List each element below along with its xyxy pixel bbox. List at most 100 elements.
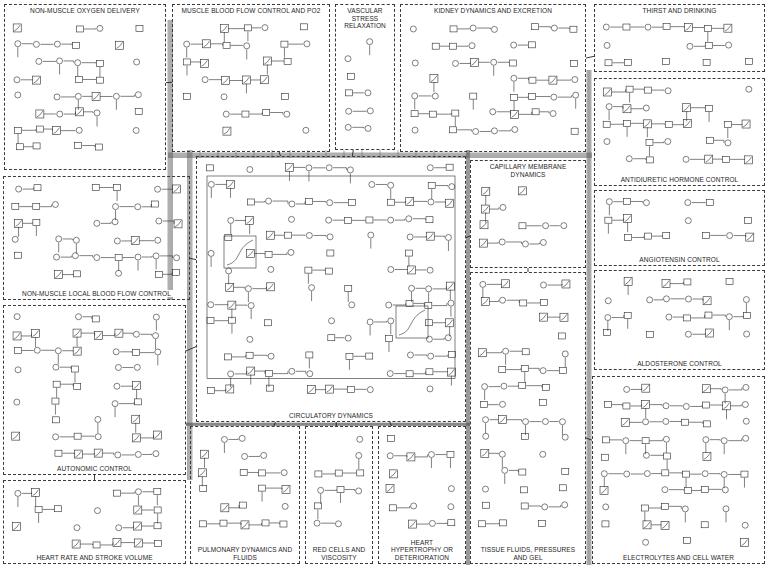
wire: [468, 150, 469, 565]
function-curve: [746, 157, 752, 163]
signal-line: [273, 201, 288, 204]
summing-junction: [156, 218, 162, 224]
operator-box: [337, 486, 344, 492]
operator-box: [406, 300, 413, 306]
signal-line: [395, 219, 405, 220]
function-curve: [481, 240, 487, 246]
operator-box: [426, 369, 433, 375]
function-curve: [114, 540, 120, 546]
signal-line: [103, 333, 115, 335]
signal-line: [489, 386, 500, 387]
summing-junction: [367, 319, 373, 325]
panel-title: ANGIOTENSIN CONTROL: [637, 256, 721, 264]
signal-line: [611, 123, 623, 125]
signal-line: [64, 61, 74, 63]
function-box: [326, 385, 334, 393]
signal-line: [612, 219, 623, 221]
summing-junction: [221, 94, 227, 100]
signal-line: [61, 130, 76, 131]
wire: [168, 20, 169, 300]
signal-line: [651, 524, 661, 526]
summing-junction: [388, 318, 394, 324]
signal-line: [650, 439, 663, 440]
signal-line: [650, 405, 662, 406]
operator-box: [207, 388, 214, 394]
function-box: [480, 239, 488, 247]
signal-line: [526, 225, 541, 226]
summing-junction: [346, 108, 352, 114]
block-circuit: [314, 436, 364, 527]
operator-box: [428, 183, 435, 189]
signal-line: [450, 307, 451, 317]
summing-junction: [75, 60, 81, 66]
summing-junction: [746, 86, 752, 92]
operator-box: [705, 312, 712, 318]
summing-junction: [726, 42, 732, 48]
operator-box: [624, 312, 631, 318]
operator-box: [76, 26, 83, 32]
signal-line: [435, 355, 448, 356]
wire: [186, 424, 470, 425]
operator-box: [520, 487, 527, 493]
signal-line: [652, 235, 662, 237]
summing-junction: [603, 24, 609, 30]
signal-line: [352, 219, 365, 220]
signal-line: [653, 142, 663, 143]
summing-junction: [356, 453, 362, 459]
signal-line: [56, 388, 57, 398]
summing-junction: [605, 315, 611, 321]
operator-box: [35, 506, 42, 512]
signal-line: [504, 474, 505, 484]
function-curve: [724, 403, 730, 409]
summing-junction: [551, 94, 557, 100]
operator-box: [200, 486, 207, 492]
summing-junction: [428, 199, 434, 205]
function-curve: [286, 164, 292, 170]
model-panel: VASCULAR STRESS RELAXATION: [335, 4, 395, 150]
operator-box: [173, 269, 180, 275]
operator-box: [135, 399, 142, 405]
panel-title: CAPILLARY MEMBRANE DYNAMICS: [475, 163, 581, 178]
signal-line: [204, 458, 205, 468]
signal-line: [414, 355, 426, 356]
function-curve: [222, 505, 228, 511]
block-circuit: [386, 435, 455, 528]
signal-line: [355, 389, 366, 390]
operator-box: [723, 156, 730, 162]
signal-line: [58, 354, 59, 364]
operator-box: [345, 217, 352, 223]
panel-title: VASCULAR STRESS RELAXATION: [340, 7, 390, 30]
signal-line: [18, 227, 19, 237]
signal-line: [156, 321, 157, 331]
signal-line: [709, 473, 720, 475]
summing-junction: [135, 451, 141, 457]
summing-junction: [490, 109, 496, 115]
signal-line: [394, 456, 407, 457]
signal-line: [82, 96, 92, 97]
signal-line: [63, 239, 73, 240]
signal-line: [335, 337, 344, 338]
signal-line: [186, 48, 187, 58]
summing-junction: [262, 25, 268, 31]
signal-line: [262, 492, 263, 502]
signal-line: [514, 101, 515, 111]
signal-line: [455, 117, 456, 127]
function-box: [260, 76, 268, 84]
summing-junction: [94, 110, 100, 116]
function-box: [135, 539, 143, 547]
summing-junction: [76, 314, 82, 320]
function-curve: [431, 76, 437, 82]
signal-line: [649, 146, 650, 156]
panel-title: PULMONARY DYNAMICS AND FLUIDS: [195, 546, 295, 561]
wire: [187, 150, 188, 480]
function-curve: [117, 42, 123, 48]
summing-junction: [482, 486, 488, 492]
summing-junction: [542, 419, 548, 425]
summing-junction: [562, 351, 568, 357]
signal-line: [292, 235, 305, 236]
function-box: [134, 522, 142, 530]
summing-junction: [412, 60, 418, 66]
operator-box: [55, 506, 62, 512]
signal-line: [612, 315, 624, 317]
